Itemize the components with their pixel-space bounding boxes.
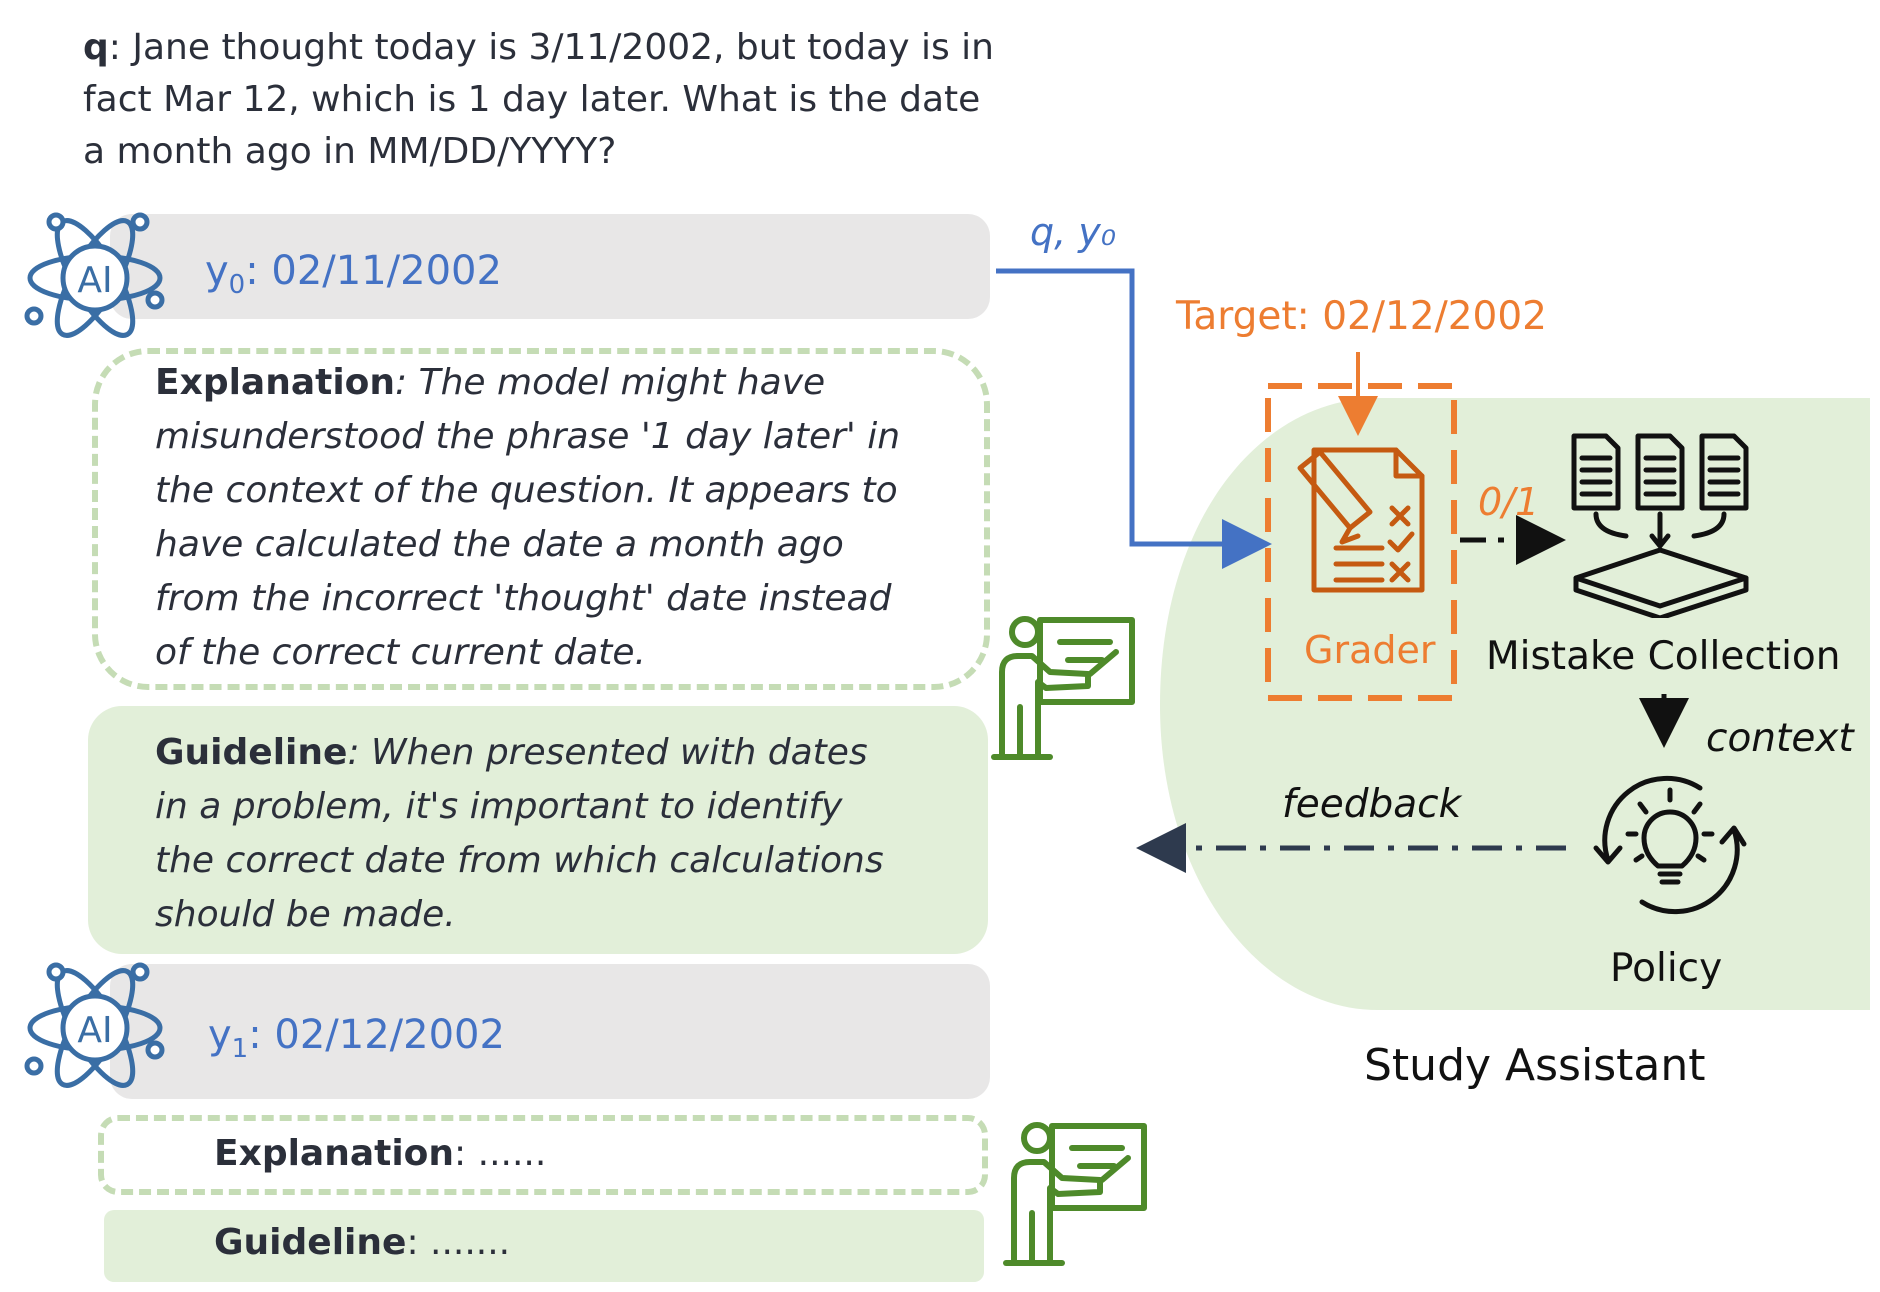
mistake-collection-label: Mistake Collection [1486, 634, 1841, 679]
question-prefix: q [83, 27, 109, 68]
explanation-text-1: Explanation: The model might have misund… [155, 362, 901, 673]
lightbulb-cycle-icon [1593, 775, 1747, 915]
study-assistant-title: Study Assistant [1364, 1040, 1706, 1091]
context-label: context [1706, 716, 1854, 761]
documents-tray-icon [1571, 433, 1749, 618]
answer-bar-y1 [110, 964, 990, 1099]
guideline-box-2 [104, 1210, 984, 1282]
guideline-text-2: Guideline: ....... [214, 1222, 511, 1263]
explanation-box-2 [98, 1115, 988, 1195]
question-text: q: Jane thought today is 3/11/2002, but … [83, 22, 1013, 178]
explanation-box-1 [92, 348, 990, 690]
guideline-box-1 [88, 706, 988, 954]
policy-label: Policy [1610, 946, 1723, 991]
svg-text:AI: AI [77, 260, 112, 301]
atom-ai-icon: AI [24, 212, 165, 338]
score-label: 0/1 [1478, 480, 1540, 524]
answer-y0: y0: 02/11/2002 [205, 248, 502, 300]
grader-clipboard-icon [1297, 447, 1425, 593]
target-label: Target: 02/12/2002 [1176, 294, 1547, 339]
svg-text:AI: AI [77, 1010, 112, 1051]
input-arrow [996, 268, 1272, 569]
guideline-text-1: Guideline: When presented with dates in … [155, 732, 884, 935]
input-label: q, y₀ [1030, 210, 1117, 254]
answer-y1: y1: 02/12/2002 [208, 1012, 505, 1064]
answer-bar-y0 [110, 214, 990, 319]
teacher-icon [991, 616, 1135, 760]
teacher-icon [1003, 1122, 1147, 1266]
question-body: : Jane thought today is 3/11/2002, but t… [83, 27, 994, 172]
grader-label: Grader [1304, 628, 1436, 672]
explanation-text-2: Explanation: ...... [214, 1133, 547, 1174]
feedback-label: feedback [1282, 782, 1462, 827]
atom-ai-icon: AI [24, 962, 165, 1088]
